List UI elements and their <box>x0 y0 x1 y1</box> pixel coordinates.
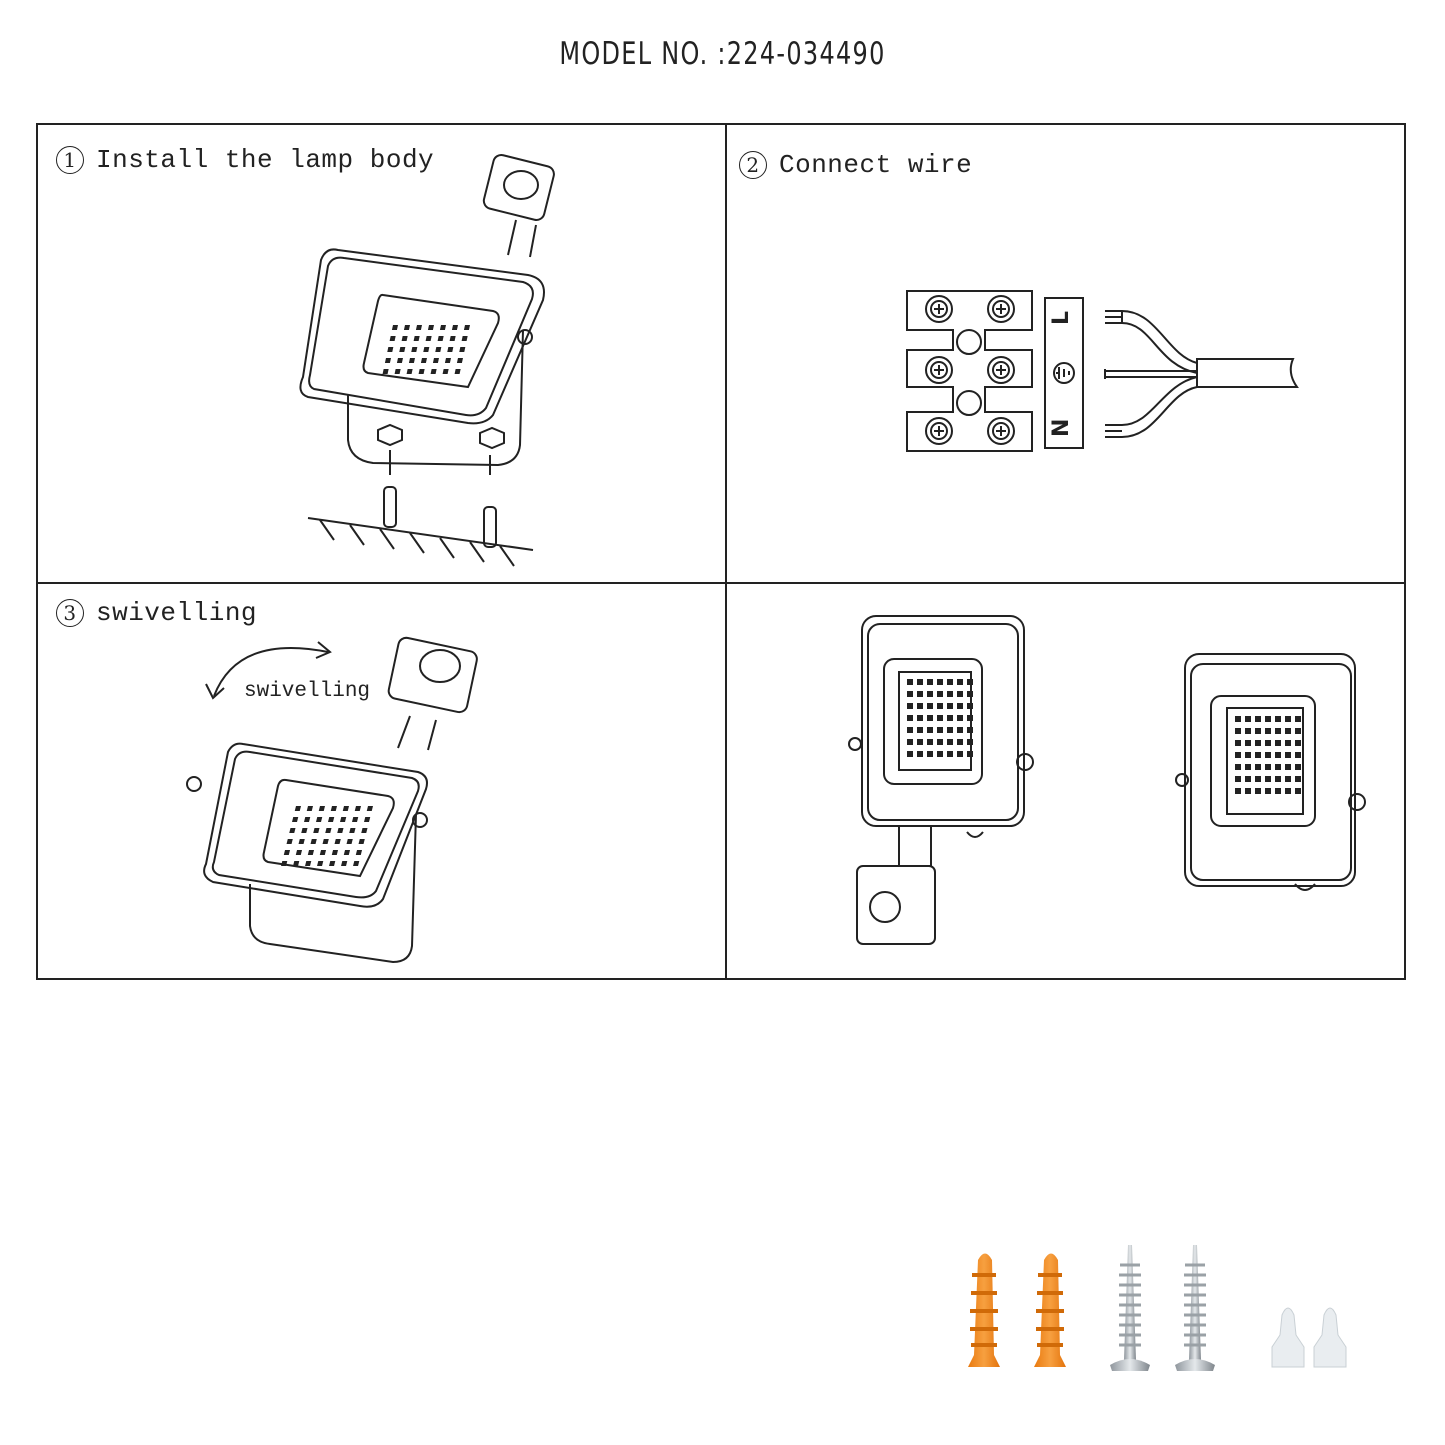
swivelling-annotation: swivelling <box>244 680 371 703</box>
panel-product-views <box>727 584 1406 980</box>
floodlight-without-sensor <box>1175 653 1366 891</box>
terminal-label-neutral: N <box>1049 419 1074 437</box>
screw-icon <box>1175 1245 1215 1371</box>
grid-divider-horizontal <box>38 582 1404 584</box>
model-number-title: MODEL NO. :224-034490 <box>559 36 886 72</box>
step-label: Install the lamp body <box>96 145 435 175</box>
step-3-heading: 3 swivelling <box>56 598 257 628</box>
panel-swivelling: 3 swivelling swivelling <box>38 584 725 980</box>
step-number-badge: 1 <box>56 146 84 174</box>
step-number-badge: 3 <box>56 599 84 627</box>
wall-plug-icon <box>968 1253 1000 1367</box>
panel-connect-wire: 2 Connect wire <box>727 125 1406 582</box>
earth-icon <box>1056 367 1070 379</box>
wall-plug-icon <box>1034 1253 1066 1367</box>
lamp-swivel-illustration <box>186 636 478 964</box>
panel-install-lamp-body: 1 Install the lamp body <box>38 125 725 582</box>
step-label: Connect wire <box>779 150 973 180</box>
step-1-heading: 1 Install the lamp body <box>56 145 434 175</box>
step-2-heading: 2 Connect wire <box>739 150 972 180</box>
screw-icon <box>1110 1245 1150 1371</box>
step-number-badge: 2 <box>739 151 767 179</box>
swivel-arrow-icon <box>205 641 332 700</box>
accessories-kit <box>968 1245 1347 1371</box>
terminal-block-diagram: L N <box>906 290 1299 452</box>
step-label: swivelling <box>96 598 258 628</box>
lamp-install-illustration <box>299 154 555 567</box>
wire-connector-icon <box>1271 1307 1305 1368</box>
terminal-label-live: L <box>1049 311 1074 325</box>
wire-connector-icon <box>1313 1307 1347 1368</box>
floodlight-with-sensor <box>848 615 1034 945</box>
product-views-illustration <box>848 615 1366 945</box>
instruction-grid: 1 Install the lamp body <box>36 123 1406 980</box>
grid-divider-vertical <box>725 125 727 978</box>
